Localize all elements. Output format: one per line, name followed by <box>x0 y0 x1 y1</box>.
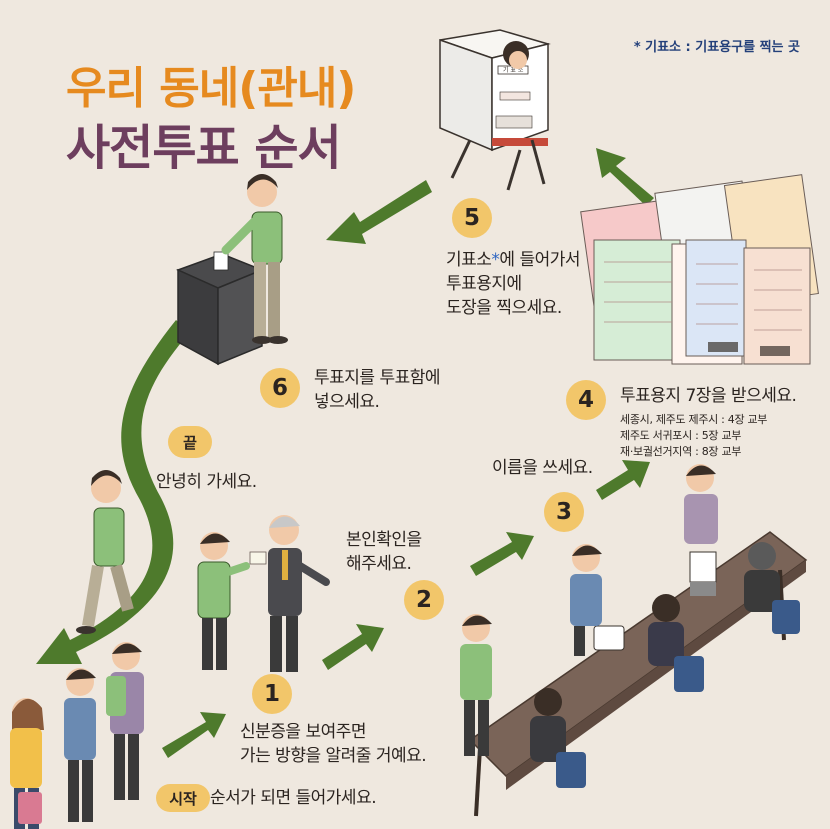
arrow-5-6 <box>326 180 432 244</box>
booth-footnote: * 기표소 : 기표용구를 찍는 곳 <box>633 40 800 55</box>
queue-people <box>10 642 144 829</box>
booth-sign-text: 기 표 소 <box>503 66 524 74</box>
title-line-2: 사전투표 순서 <box>66 120 342 176</box>
step-5-text-post: 에 들어가서 투표용지에 도장을 찍으세요. <box>446 250 581 318</box>
id-check-people <box>197 515 330 672</box>
step-1-badge: 1 <box>252 674 292 714</box>
step-2-text: 본인확인을 해주세요. <box>346 530 422 574</box>
step-3-badge: 3 <box>544 492 584 532</box>
end-badge: 끝 <box>168 426 212 458</box>
start-text: 순서가 되면 들어가세요. <box>210 788 377 808</box>
step-6-badge: 6 <box>260 368 300 408</box>
title-line-1: 우리 동네(관내) <box>66 63 356 114</box>
step-4-badge: 4 <box>566 380 606 420</box>
step-4-note: 세종시, 제주도 제주시 : 4장 교부 제주도 서귀포시 : 5장 교부 재·… <box>620 413 768 458</box>
registration-table <box>468 531 808 817</box>
curve-arrow <box>36 320 190 664</box>
end-text: 안녕히 가세요. <box>156 472 257 492</box>
arrow-2-3 <box>470 532 534 576</box>
person-leaving <box>76 470 134 634</box>
step-6-text: 투표지를 투표함에 넣으세요. <box>314 368 441 412</box>
start-badge: 시작 <box>156 784 210 812</box>
step-5-badge: 5 <box>452 198 492 238</box>
ballot-papers <box>580 174 819 365</box>
person-voting <box>221 174 288 344</box>
arrow-1-2 <box>322 624 384 670</box>
voting-booth: 기 표 소 <box>439 29 551 191</box>
step-5-star: * <box>491 250 500 270</box>
step-1-text: 신분증을 보여주면 가는 방향을 알려줄 거예요. <box>240 722 427 766</box>
arrow-4-5 <box>596 148 654 206</box>
step-5-text-pre: 기표소 <box>446 250 492 270</box>
step-2-badge: 2 <box>404 580 444 620</box>
ballot-box <box>176 251 264 366</box>
step-4-text: 투표용지 7장을 받으세요. <box>620 386 797 406</box>
path-arrows <box>36 148 654 758</box>
arrow-3-4 <box>596 460 650 500</box>
staff-and-voters <box>460 464 800 788</box>
step-3-text: 이름을 쓰세요. <box>492 458 593 478</box>
step-5-text: 기표소*에 들어가서 투표용지에 도장을 찍으세요. <box>446 248 581 320</box>
arrow-start <box>162 712 226 758</box>
